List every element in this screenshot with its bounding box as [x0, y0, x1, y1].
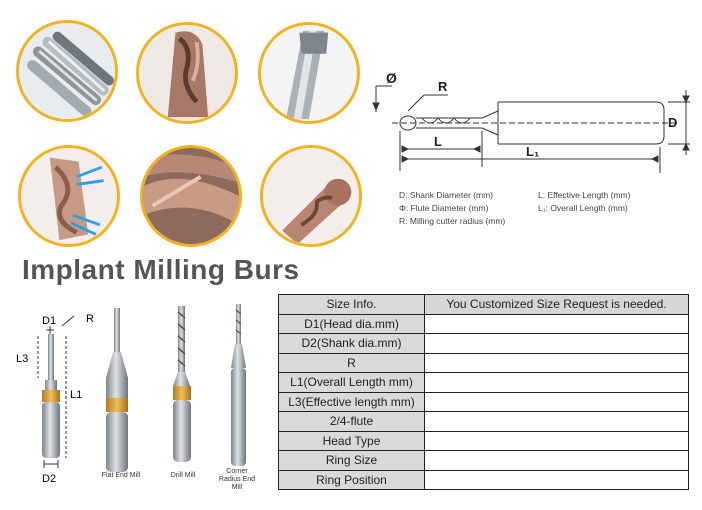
section-title: Implant Milling Burs	[22, 254, 300, 285]
drill-mill-photo	[173, 306, 191, 462]
bur-label-drill-mill: Drill Mill	[170, 472, 196, 479]
table-row: L3(Effective length mm)	[278, 391, 689, 412]
row-value-head-type[interactable]	[424, 430, 689, 451]
row-label-d1: D1(Head dia.mm)	[278, 313, 425, 334]
row-label-head-type: Head Type	[278, 430, 425, 451]
table-header-request: You Customized Size Request is needed.	[424, 294, 689, 315]
table-row: Head Type	[278, 430, 689, 451]
legend-effective: L: Effective Length (mm)	[538, 190, 631, 200]
row-label-ring-position: Ring Position	[278, 469, 425, 490]
flat-end-mill-photo	[106, 308, 128, 472]
corner-radius-end-mill-photo	[231, 304, 246, 466]
row-value-l3[interactable]	[424, 391, 689, 412]
row-value-ring-size[interactable]	[424, 450, 689, 471]
photo-coolant-flow	[18, 145, 120, 247]
label-l3: L3	[16, 353, 28, 365]
table-row: D2(Shank dia.mm)	[278, 333, 689, 354]
label-d1: D1	[42, 315, 56, 327]
legend-flute: Φ: Flute Diameter (mm)	[399, 203, 489, 213]
photo-ball-end-tip	[136, 22, 238, 124]
label-l1: L1	[70, 389, 82, 401]
row-value-d2[interactable]	[424, 333, 689, 354]
size-info-table: Size Info. You Customized Size Request i…	[278, 294, 689, 490]
row-label-l3: L3(Effective length mm)	[278, 391, 425, 412]
row-label-flute: 2/4-flute	[278, 411, 425, 432]
row-value-l1[interactable]	[424, 372, 689, 393]
row-label-l1: L1(Overall Length mm)	[278, 372, 425, 393]
bur-label-flat-end-mill: Flat End Mill	[101, 472, 141, 479]
legend-overall: L₁: Overall Length (mm)	[538, 203, 628, 213]
r-symbol: R	[438, 79, 448, 94]
photo-flute-detail	[140, 145, 242, 247]
row-value-flute[interactable]	[424, 411, 689, 432]
l-symbol: L	[434, 134, 442, 149]
bur-illustrations: D1 R L3 L1 D2	[16, 304, 246, 485]
table-header-size-info: Size Info.	[278, 294, 425, 315]
row-label-r: R	[278, 352, 425, 373]
table-row: Ring Size	[278, 450, 689, 471]
photo-shank-closeup	[258, 22, 360, 124]
table-row: D1(Head dia.mm)	[278, 313, 689, 334]
label-d2: D2	[42, 473, 56, 485]
row-label-ring-size: Ring Size	[278, 450, 425, 471]
schematic-bur	[37, 315, 75, 468]
legend-radius: R: Milling cutter radius (mm)	[399, 216, 506, 226]
phi-symbol: Ø	[386, 70, 397, 86]
table-row: R	[278, 352, 689, 373]
photo-bundle-of-rods	[16, 20, 118, 122]
table-row: Ring Position	[278, 469, 689, 490]
table-row: 2/4-flute	[278, 411, 689, 432]
label-r: R	[86, 313, 94, 325]
row-value-d1[interactable]	[424, 313, 689, 334]
row-value-r[interactable]	[424, 352, 689, 373]
row-value-ring-position[interactable]	[424, 469, 689, 490]
photo-ball-nose-bur	[260, 145, 362, 247]
l1-symbol: L₁	[526, 144, 539, 159]
row-label-d2: D2(Shank dia.mm)	[278, 333, 425, 354]
bur-label-corner-radius-end-mill: Corner Radius End Mill	[218, 468, 256, 491]
d-symbol: D	[668, 115, 677, 130]
table-header-row: Size Info. You Customized Size Request i…	[278, 294, 689, 315]
technical-drawing: Ø R L L₁ D	[372, 70, 690, 173]
legend-shank: D: Shank Diameter (mm)	[399, 190, 493, 200]
table-row: L1(Overall Length mm)	[278, 372, 689, 393]
